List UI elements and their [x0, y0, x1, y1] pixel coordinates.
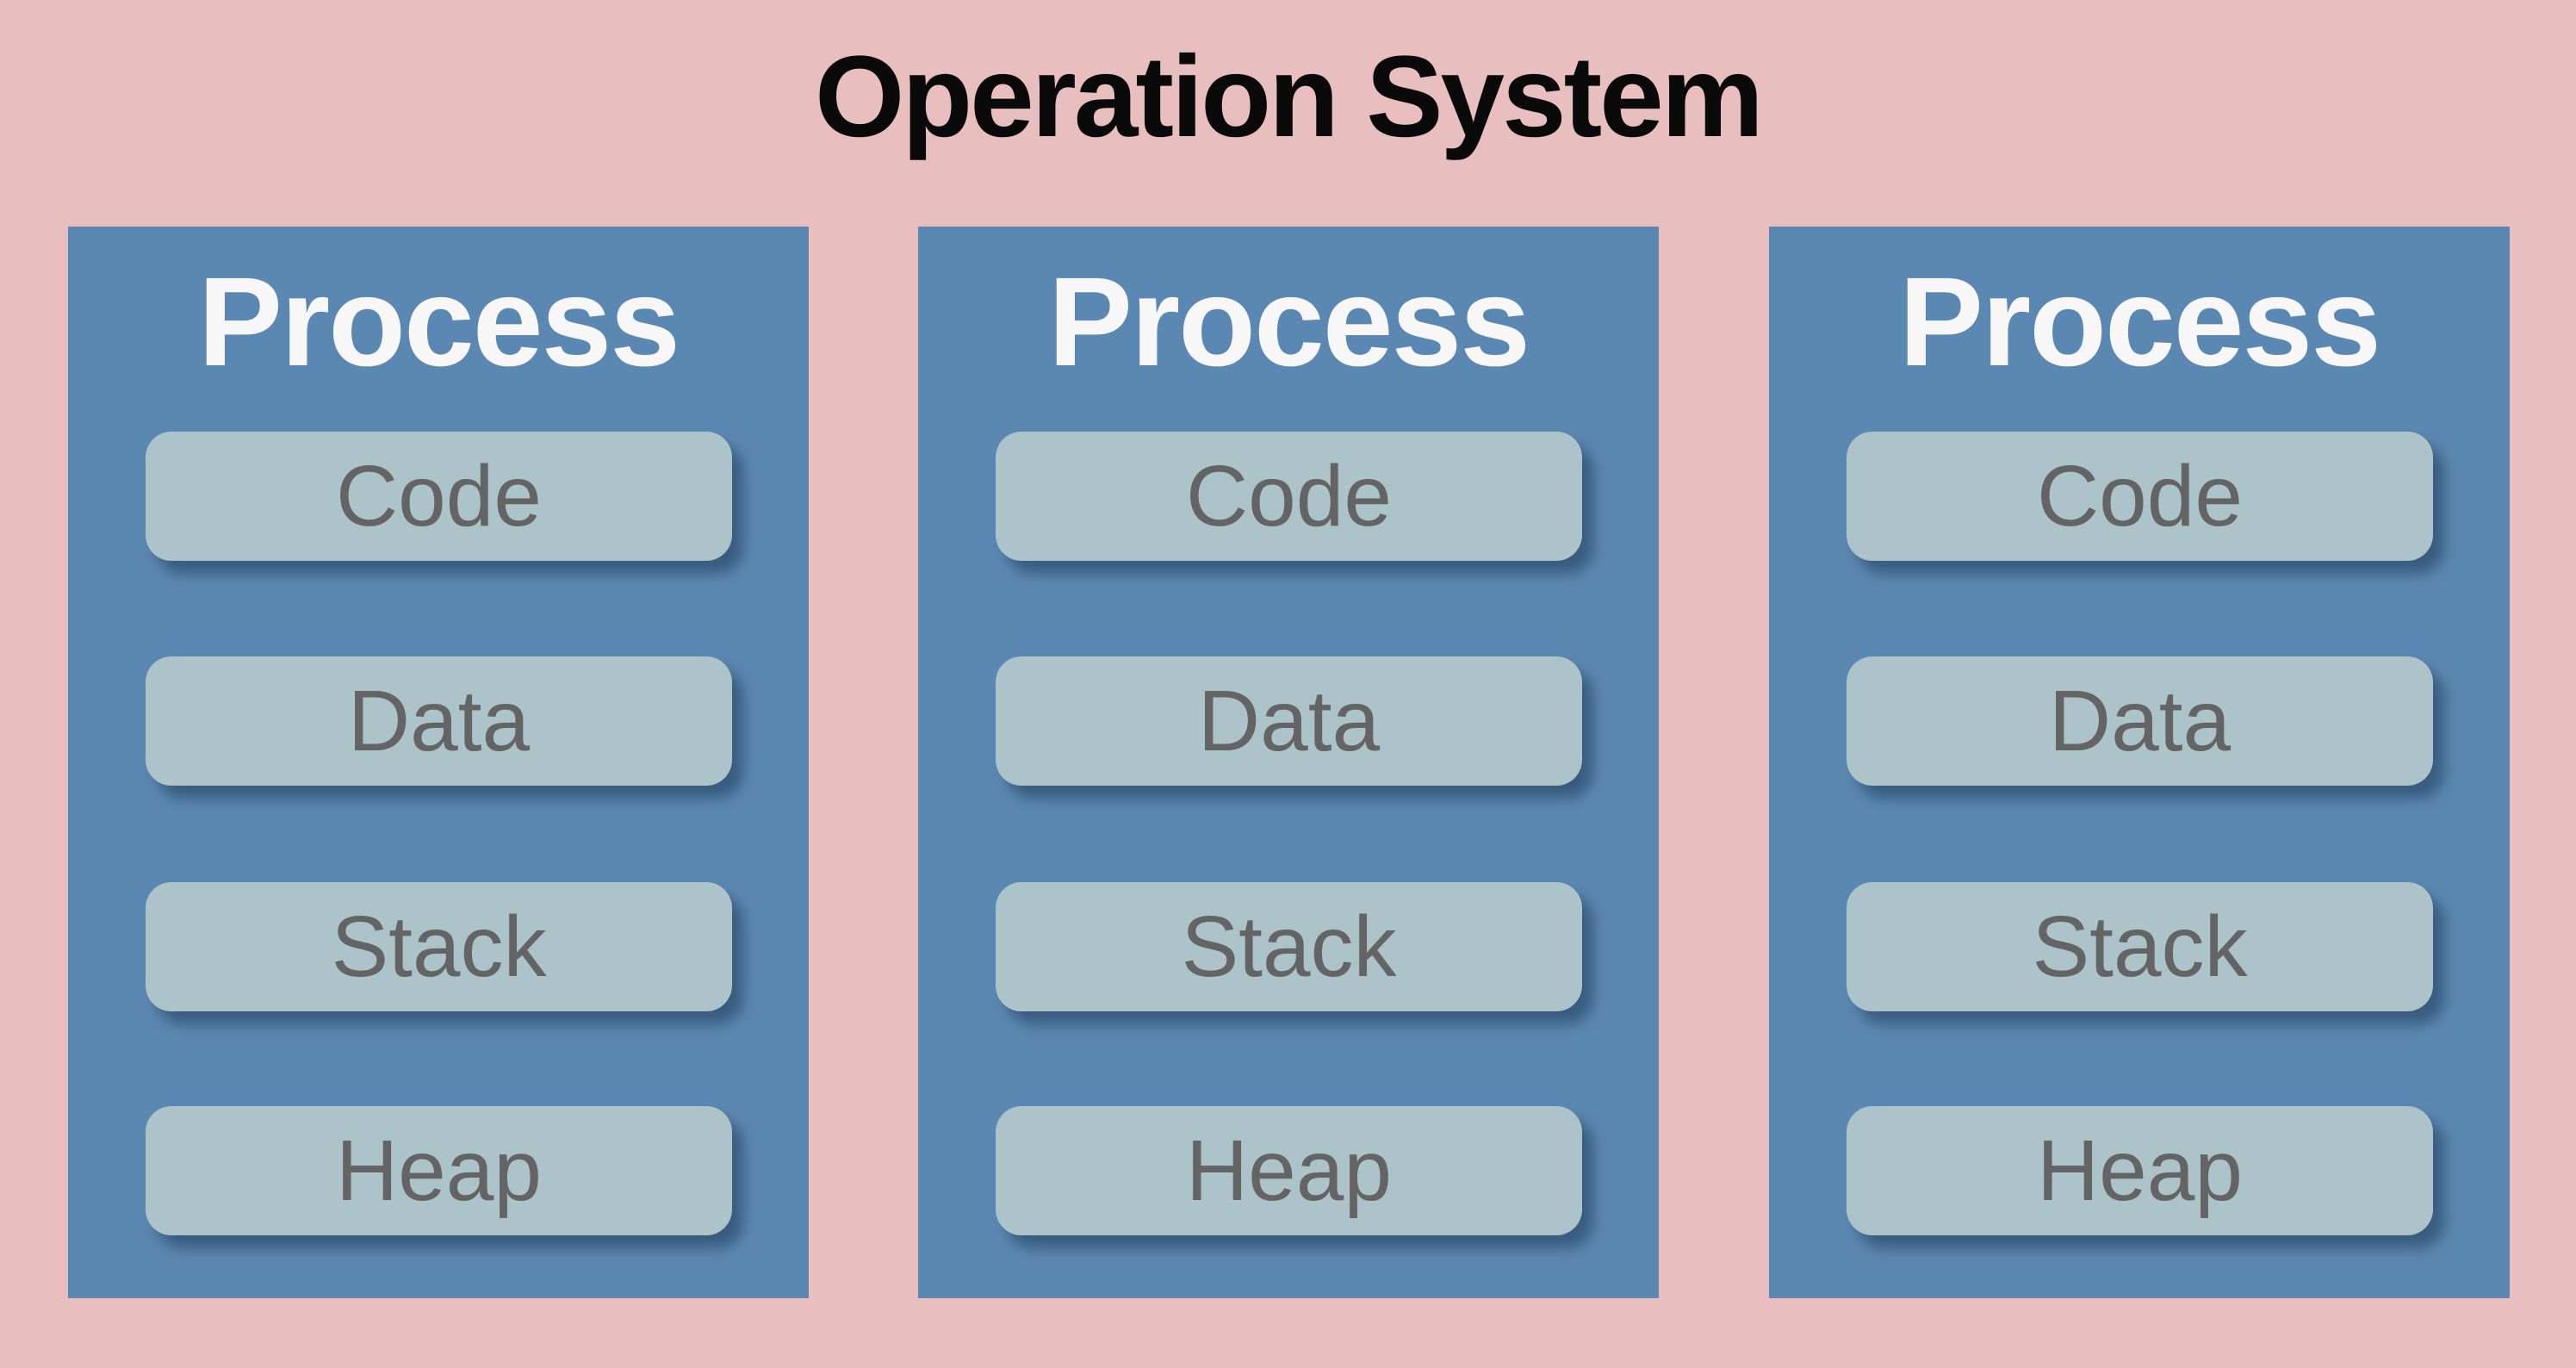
- segment-label-code: Code: [1185, 448, 1393, 544]
- process-panel-1: Process Code Data Stack Heap: [68, 227, 809, 1298]
- segment-label-data: Data: [347, 673, 531, 769]
- segment-box-code: Code: [996, 432, 1582, 561]
- segment-label-data: Data: [1197, 673, 1381, 769]
- segment-box-data: Data: [1847, 656, 2433, 786]
- diagram-title: Operation System: [815, 33, 1764, 161]
- process-title: Process: [1898, 252, 2381, 393]
- segment-label-stack: Stack: [1181, 899, 1397, 995]
- process-panel-2: Process Code Data Stack Heap: [918, 227, 1659, 1298]
- process-panel-3: Process Code Data Stack Heap: [1769, 227, 2510, 1298]
- segment-box-stack: Stack: [1847, 882, 2433, 1011]
- segment-label-stack: Stack: [331, 899, 547, 995]
- segment-box-code: Code: [146, 432, 732, 561]
- segment-box-stack: Stack: [996, 882, 1582, 1011]
- segment-label-code: Code: [335, 448, 543, 544]
- segment-box-stack: Stack: [146, 882, 732, 1011]
- process-title: Process: [197, 252, 680, 393]
- segment-box-heap: Heap: [996, 1106, 1582, 1235]
- segment-box-data: Data: [996, 656, 1582, 786]
- segment-box-data: Data: [146, 656, 732, 786]
- segment-label-heap: Heap: [335, 1122, 543, 1219]
- process-title: Process: [1047, 252, 1530, 393]
- segment-label-heap: Heap: [1185, 1122, 1393, 1219]
- segment-label-stack: Stack: [2032, 899, 2248, 995]
- segment-box-code: Code: [1847, 432, 2433, 561]
- segment-label-data: Data: [2048, 673, 2231, 769]
- segment-label-code: Code: [2036, 448, 2244, 544]
- segment-label-heap: Heap: [2036, 1122, 2244, 1219]
- segment-box-heap: Heap: [146, 1106, 732, 1235]
- segment-box-heap: Heap: [1847, 1106, 2433, 1235]
